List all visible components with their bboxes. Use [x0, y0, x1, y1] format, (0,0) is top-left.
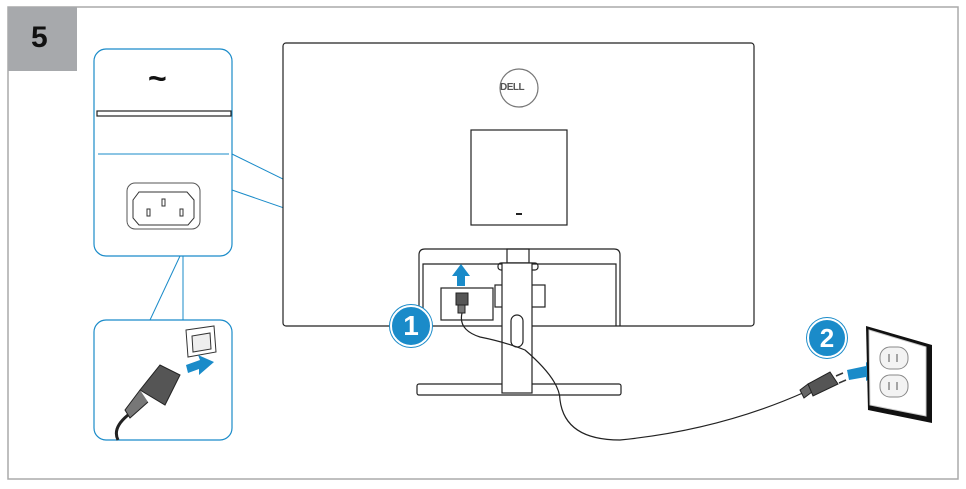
cable-callout [93, 319, 233, 441]
monitor-back [282, 42, 755, 396]
dell-logo: DELL [500, 82, 525, 93]
ac-symbol: ~ [148, 60, 167, 96]
power-plug [455, 292, 469, 306]
port-callout [93, 48, 233, 257]
insert-arrow-icon [452, 264, 470, 286]
outer-frame [7, 6, 959, 480]
step-badge-2: 2 [807, 318, 847, 358]
power-cable [460, 312, 806, 441]
step-badge-1: 1 [390, 305, 432, 347]
wall-plug [799, 371, 847, 399]
step-number-box: 5 [8, 7, 77, 71]
wall-outlet [866, 326, 932, 423]
step-number: 5 [31, 21, 48, 54]
